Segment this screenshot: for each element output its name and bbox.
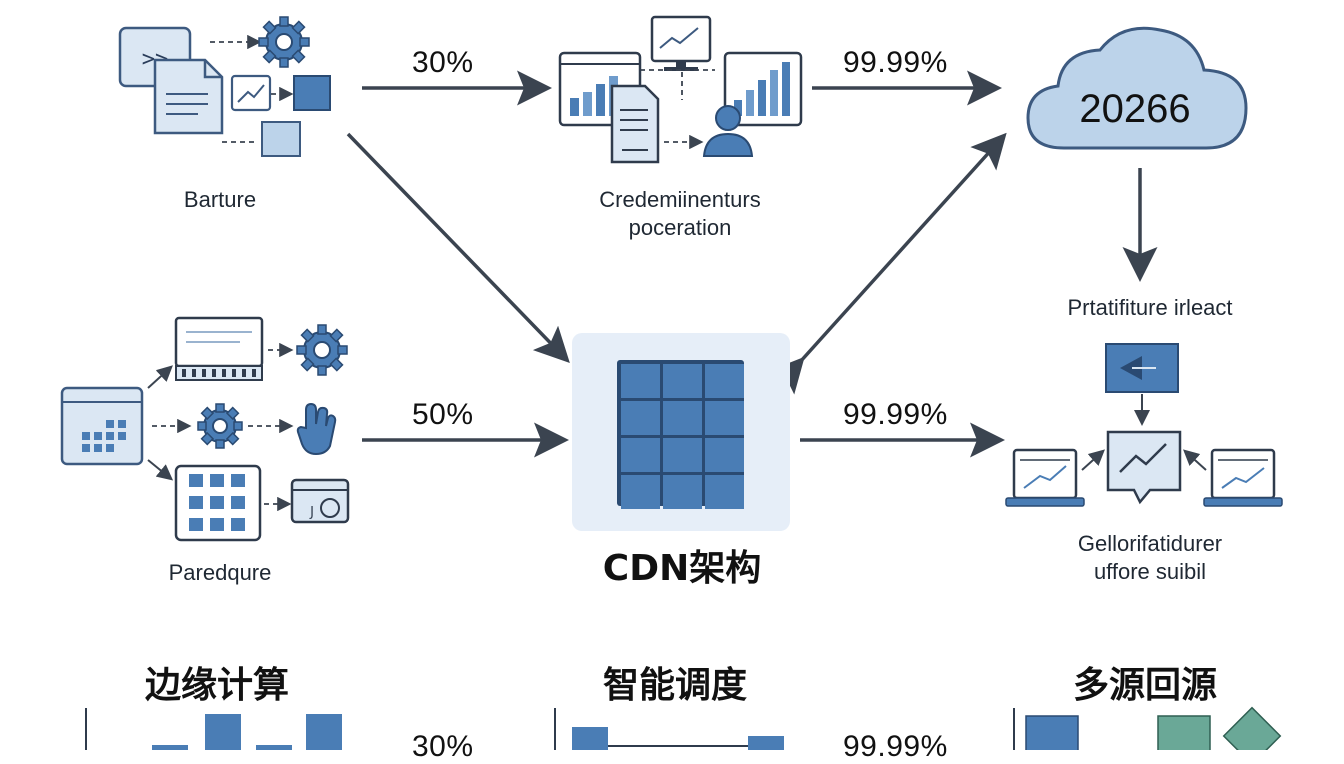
- cdn-grid-cell: [705, 438, 744, 472]
- cdn-grid-cell: [663, 401, 702, 435]
- source-bottom-icon-cluster: J: [60, 316, 350, 542]
- cdn-grid-cell: [621, 401, 660, 435]
- analytics-label: Gellorifatidurer uffore suibil: [1030, 530, 1270, 585]
- source-top-icon-cluster: >>: [118, 16, 331, 157]
- analytics-icon-cluster: [1005, 343, 1283, 507]
- panel2-title: 智能调度: [603, 665, 748, 706]
- cdn-grid-cell: [663, 475, 702, 509]
- panel1-title: 边缘计算: [145, 665, 290, 706]
- cdn-label: CDN架构: [602, 548, 762, 589]
- arrow-source-to-cdn: [346, 132, 570, 364]
- laptop-icon: [1005, 448, 1085, 507]
- process-label-line2: poceration: [628, 214, 732, 240]
- server-rack-icon: [174, 316, 264, 381]
- monitor-icon: [650, 15, 712, 71]
- cloud-node: [1026, 26, 1248, 150]
- blue-square-icon: [293, 75, 331, 111]
- cdn-grid-cell: [621, 364, 660, 398]
- user-icon: [702, 105, 754, 157]
- panel3-title: 多源回源: [1073, 665, 1218, 706]
- shield-tag-icon: [1105, 343, 1179, 393]
- panel1-bar: [256, 745, 292, 750]
- code-file-icon: J: [290, 478, 350, 524]
- panel3-block: [1157, 715, 1211, 750]
- bar-chart-large-icon: [723, 51, 803, 127]
- cdn-node: [572, 333, 790, 531]
- document-icon: [153, 58, 224, 135]
- panel1-bar: [152, 745, 188, 750]
- cdn-grid-cell: [663, 364, 702, 398]
- panel2-block: [572, 727, 608, 750]
- mini-chart-icon: [230, 74, 272, 112]
- analytics-label-line1: Gellorifatidurer: [1077, 531, 1223, 556]
- cdn-grid-cell: [705, 364, 744, 398]
- panel1-bar: [306, 714, 342, 750]
- flow-arrows: [346, 70, 1158, 458]
- gear-icon: [197, 403, 243, 449]
- cloud-value: 20266: [1079, 87, 1191, 131]
- cdn-grid-cell: [621, 475, 660, 509]
- flow-pct-mid-left: 50%: [412, 398, 474, 431]
- hand-pointer-icon: [296, 402, 337, 456]
- flow-pct-mid-right: 99.99%: [843, 398, 948, 431]
- gear-icon: [258, 16, 310, 68]
- right-node-label: Prtatifiture irleact: [1067, 295, 1233, 320]
- panel3-block: [1025, 715, 1079, 750]
- laptop-icon: [1203, 448, 1283, 507]
- light-square-icon: [261, 121, 301, 157]
- source-top-label: Barture: [183, 187, 257, 212]
- cdn-grid-cell: [663, 438, 702, 472]
- cdn-grid: [621, 364, 744, 509]
- panel1-bar: [205, 714, 241, 750]
- arrow-cdn-cloud-bidirectional: [768, 132, 1007, 395]
- document-phone-icon: [610, 84, 660, 164]
- panel1-pct: 30%: [412, 730, 474, 763]
- cdn-grid-cell: [621, 438, 660, 472]
- gear-icon: [296, 324, 348, 376]
- grid-panel-icon: [174, 464, 262, 542]
- panel3-diamond: [1222, 706, 1282, 750]
- source-bottom-label: Paredqure: [168, 560, 272, 585]
- process-label: Credemiinenturs poceration: [560, 186, 800, 241]
- process-label-line1: Credemiinenturs: [599, 187, 761, 212]
- panel2-pct: 99.99%: [843, 730, 948, 763]
- cdn-grid-cell: [705, 475, 744, 509]
- bottom-panels: [85, 706, 1282, 750]
- panel2-block: [748, 736, 784, 750]
- analytics-label-line2: uffore suibil: [1093, 558, 1207, 584]
- flow-pct-top-left: 30%: [412, 46, 474, 79]
- cdn-grid-cell: [705, 401, 744, 435]
- process-icon-cluster: [558, 15, 803, 164]
- flow-pct-top-right: 99.99%: [843, 46, 948, 79]
- chat-chart-icon: [1106, 430, 1182, 505]
- app-window-icon: [60, 386, 144, 466]
- svg-text:J: J: [309, 505, 314, 520]
